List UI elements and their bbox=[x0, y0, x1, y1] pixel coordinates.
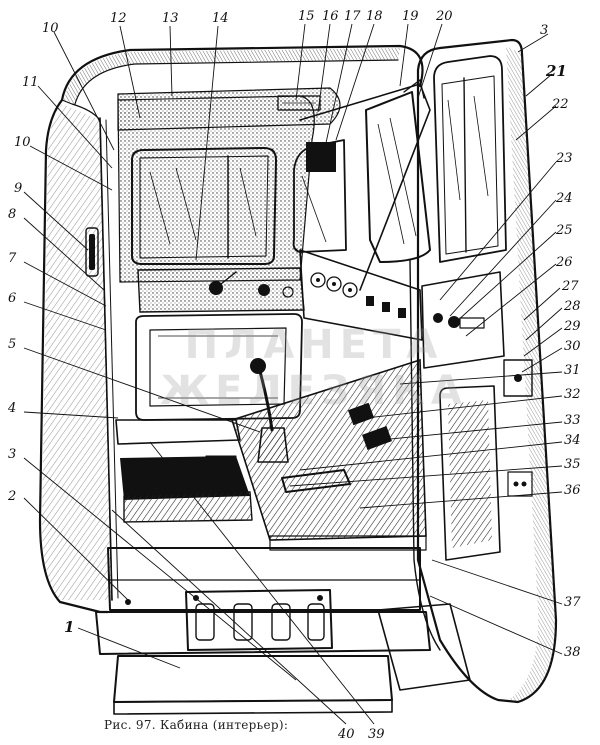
callout-25: 25 bbox=[555, 223, 573, 238]
callout-20: 20 bbox=[435, 9, 453, 24]
callout-40: 40 bbox=[337, 727, 355, 742]
floor bbox=[230, 358, 427, 551]
callout-8: 8 bbox=[8, 207, 16, 222]
callout-10-lower: 10 bbox=[14, 135, 31, 150]
callout-32: 32 bbox=[564, 387, 581, 402]
callout-36: 36 bbox=[564, 483, 581, 498]
figure-caption: Рис. 97. Кабина (интерьер): bbox=[104, 718, 289, 732]
callout-15: 15 bbox=[298, 9, 315, 24]
callout-5: 5 bbox=[8, 337, 16, 352]
callout-2: 2 bbox=[7, 489, 16, 504]
callout-39: 39 bbox=[368, 727, 385, 742]
callout-4: 4 bbox=[7, 401, 16, 416]
callout-21: 21 bbox=[545, 62, 567, 80]
callout-11: 11 bbox=[22, 75, 39, 90]
step bbox=[95, 547, 471, 715]
callout-27: 27 bbox=[561, 279, 579, 294]
callout-7: 7 bbox=[8, 251, 17, 266]
callout-24: 24 bbox=[555, 191, 573, 206]
callout-17: 17 bbox=[344, 9, 361, 24]
callout-18: 18 bbox=[366, 9, 383, 24]
callout-23: 23 bbox=[555, 151, 573, 166]
callout-10-upper: 10 bbox=[42, 21, 59, 36]
callout-26: 26 bbox=[555, 255, 573, 270]
rear-wall bbox=[117, 87, 341, 283]
callout-22: 22 bbox=[551, 97, 569, 112]
engine-cover bbox=[135, 313, 303, 421]
callout-13: 13 bbox=[162, 11, 179, 26]
callout-35: 35 bbox=[564, 457, 581, 472]
callout-6: 6 bbox=[8, 291, 16, 306]
callout-9: 9 bbox=[14, 181, 22, 196]
callout-labels: 1 2 3 3 4 5 6 7 8 9 10 10 11 12 13 14 15… bbox=[7, 9, 581, 742]
cab-shell bbox=[38, 44, 424, 614]
dashboard bbox=[137, 249, 423, 341]
seat bbox=[115, 419, 253, 523]
callout-19: 19 bbox=[402, 9, 419, 24]
callout-37: 37 bbox=[564, 595, 581, 610]
callout-3-right: 3 bbox=[540, 23, 548, 38]
callout-28: 28 bbox=[563, 299, 581, 314]
callout-14: 14 bbox=[212, 11, 229, 26]
callout-1: 1 bbox=[64, 618, 74, 636]
callout-16: 16 bbox=[322, 9, 339, 24]
open-door bbox=[409, 38, 558, 704]
callout-33: 33 bbox=[564, 413, 581, 428]
leader-lines bbox=[23, 23, 563, 725]
callout-34: 34 bbox=[564, 433, 581, 448]
callout-12: 12 bbox=[110, 11, 127, 26]
callout-30: 30 bbox=[564, 339, 581, 354]
callout-38: 38 bbox=[564, 645, 581, 660]
callout-3-left: 3 bbox=[8, 447, 16, 462]
callout-29: 29 bbox=[563, 319, 581, 334]
front-side bbox=[292, 79, 431, 291]
callout-31: 31 bbox=[564, 363, 581, 378]
